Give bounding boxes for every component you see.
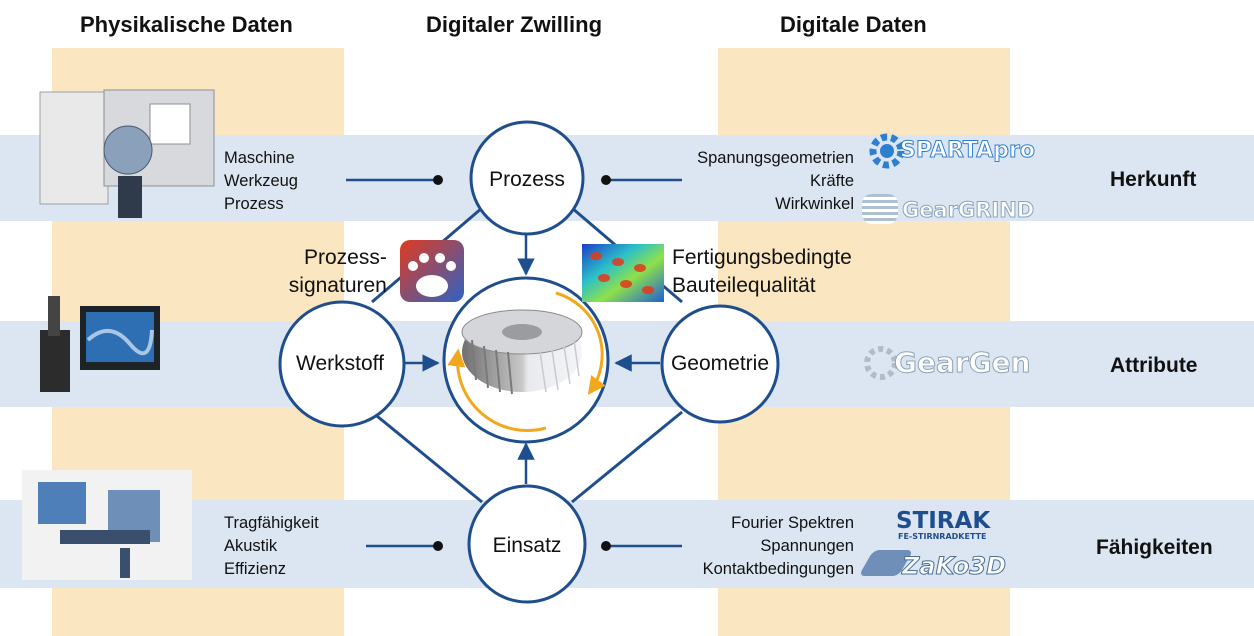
- geargrind-logo: GearGRIND: [862, 192, 1035, 232]
- test-rig-image: [22, 470, 192, 580]
- werkstoff-node: Werkstoff: [296, 352, 384, 375]
- physical-origin-list: Maschine Werkzeug Prozess: [224, 147, 298, 216]
- digital-capability-list: Fourier Spektren Spannungen Kontaktbedin…: [703, 512, 854, 581]
- einsatz-node: Einsatz: [492, 534, 562, 557]
- row-label-herkunft: Herkunft: [1110, 168, 1197, 191]
- geometrie-node: Geometrie: [670, 352, 770, 375]
- gear-icon: [864, 346, 898, 380]
- list-item: Maschine: [224, 149, 295, 167]
- machine-tool-image: [39, 89, 215, 218]
- faehigkeiten-band: [0, 500, 1254, 588]
- list-item: Kontaktbedingungen: [702, 560, 854, 578]
- prozess-node: Prozess: [489, 168, 565, 191]
- manufacturing-quality-label: Fertigungsbedingte Bauteilequalität: [672, 246, 852, 297]
- list-item: Prozess: [224, 195, 284, 213]
- list-item: Fourier Spektren: [731, 514, 854, 532]
- list-item: Wirkwinkel: [775, 195, 854, 213]
- node-circles: [278, 120, 780, 604]
- paw-icon: [400, 240, 464, 302]
- list-item: Spanungsgeometrien: [697, 149, 854, 167]
- row-label-faehigkeiten: Fähigkeiten: [1096, 536, 1213, 559]
- physical-data-heading: Physikalische Daten: [80, 12, 293, 37]
- list-item: Werkzeug: [224, 172, 298, 190]
- input-connectors: [346, 175, 682, 551]
- list-item: Akustik: [224, 537, 278, 555]
- digital-origin-list: Spanungsgeometrien Kräfte Wirkwinkel: [697, 147, 854, 216]
- process-signatures-label: Prozess- signaturen: [288, 246, 387, 297]
- spartapro-logo: SPARTApro: [864, 128, 1035, 174]
- stirak-logo: STIRAK FE-STIRNRADKETTE: [896, 508, 991, 541]
- surface-quality-heatmap-icon: [582, 244, 664, 302]
- physical-capability-list: Tragfähigkeit Akustik Effizienz: [224, 512, 319, 581]
- list-item: Effizienz: [224, 560, 287, 578]
- list-item: Kräfte: [809, 172, 854, 190]
- zako3d-logo: ZaKo3D: [858, 546, 1036, 586]
- geargen-logo: GearGen: [860, 340, 1040, 386]
- rotation-arrows: [447, 291, 606, 432]
- list-item: Spannungen: [760, 537, 854, 555]
- gear-icon: [869, 133, 905, 169]
- list-item: Tragfähigkeit: [224, 514, 319, 532]
- digital-data-heading: Digitale Daten: [780, 12, 927, 37]
- microscope-image: [40, 296, 160, 392]
- row-label-attribute: Attribute: [1110, 354, 1198, 377]
- digital-twin-heading: Digitaler Zwilling: [426, 12, 603, 37]
- gear-illustration: [461, 309, 583, 395]
